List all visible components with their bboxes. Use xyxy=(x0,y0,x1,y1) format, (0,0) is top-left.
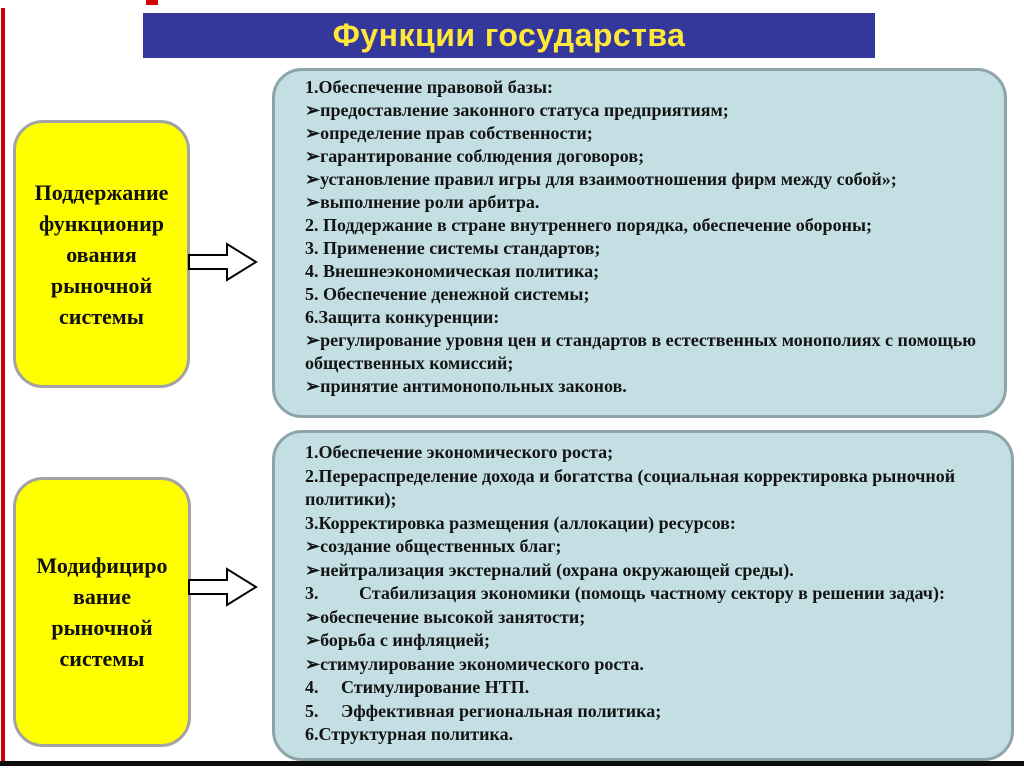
list-item: ➢регулирование уровня цен и стандартов в… xyxy=(305,330,981,373)
top-red-mark xyxy=(146,0,158,5)
left-box-market-maintaining-label: Поддержание функционир ования рыночной с… xyxy=(34,179,169,329)
left-box-market-maintaining: Поддержание функционир ования рыночной с… xyxy=(13,120,190,388)
left-box-market-modifying: Модифициро вание рыночной системы xyxy=(13,477,191,747)
list-item: 3. Применение системы стандартов; xyxy=(305,238,601,258)
page-title: Функции государства xyxy=(332,17,686,53)
functions-list-legal-base: 1.Обеспечение правовой базы: ➢предоставле… xyxy=(272,68,1007,418)
right-arrow-icon xyxy=(188,242,258,282)
list-item: ➢обеспечение высокой занятости; xyxy=(305,606,586,627)
list-item: ➢гарантирование соблюдения договоров; xyxy=(305,146,645,166)
bottom-black-border xyxy=(0,761,1024,766)
list-item: 6.Структурная политика. xyxy=(305,724,514,744)
list-item: ➢принятие антимонопольных законов. xyxy=(305,376,627,396)
left-box-market-modifying-label: Модифициро вание рыночной системы xyxy=(36,553,168,671)
list-item: 1.Обеспечение правовой базы: xyxy=(305,77,554,97)
list-item: ➢установление правил игры для взаимоотно… xyxy=(305,169,897,189)
list-item: 1.Обеспечение экономического роста; xyxy=(305,442,614,462)
functions-list-2-items: 1.Обеспечение экономического роста; 2.Пер… xyxy=(305,441,995,747)
list-item: 2. Поддержание в стране внутреннего поря… xyxy=(305,215,872,235)
list-item: ➢предоставление законного статуса предпр… xyxy=(305,100,729,120)
right-arrow-icon xyxy=(188,567,258,607)
list-item: 3.Корректировка размещения (аллокации) р… xyxy=(305,512,736,533)
list-item: 4. Внешнеэкономическая политика; xyxy=(305,261,600,281)
left-red-border xyxy=(1,8,5,764)
list-item: ➢определение прав собственности; xyxy=(305,123,593,143)
list-item: ➢выполнение роли арбитра. xyxy=(305,192,540,212)
functions-list-1-items: 1.Обеспечение правовой базы: ➢предоставле… xyxy=(305,76,988,398)
list-item: 5. Обеспечение денежной системы; xyxy=(305,284,590,304)
list-item: 3. Стабилизация экономики (помощь частно… xyxy=(305,583,945,603)
list-item: 5. Эффективная региональная политика; xyxy=(305,700,662,721)
list-item: ➢борьба с инфляцией; xyxy=(305,630,491,650)
list-item: 4. Стимулирование НТП. xyxy=(305,677,530,697)
title-bar: Функции государства xyxy=(143,13,875,58)
list-item: 2.Перераспределение дохода и богатства (… xyxy=(305,465,960,510)
list-item: ➢стимулирование экономического роста. xyxy=(305,653,644,674)
functions-list-economic: 1.Обеспечение экономического роста; 2.Пер… xyxy=(272,430,1014,761)
list-item: ➢нейтрализация экстерналий (охрана окруж… xyxy=(305,559,794,580)
list-item: ➢создание общественных благ; xyxy=(305,536,562,556)
list-item: 6.Защита конкуренции: xyxy=(305,307,500,327)
